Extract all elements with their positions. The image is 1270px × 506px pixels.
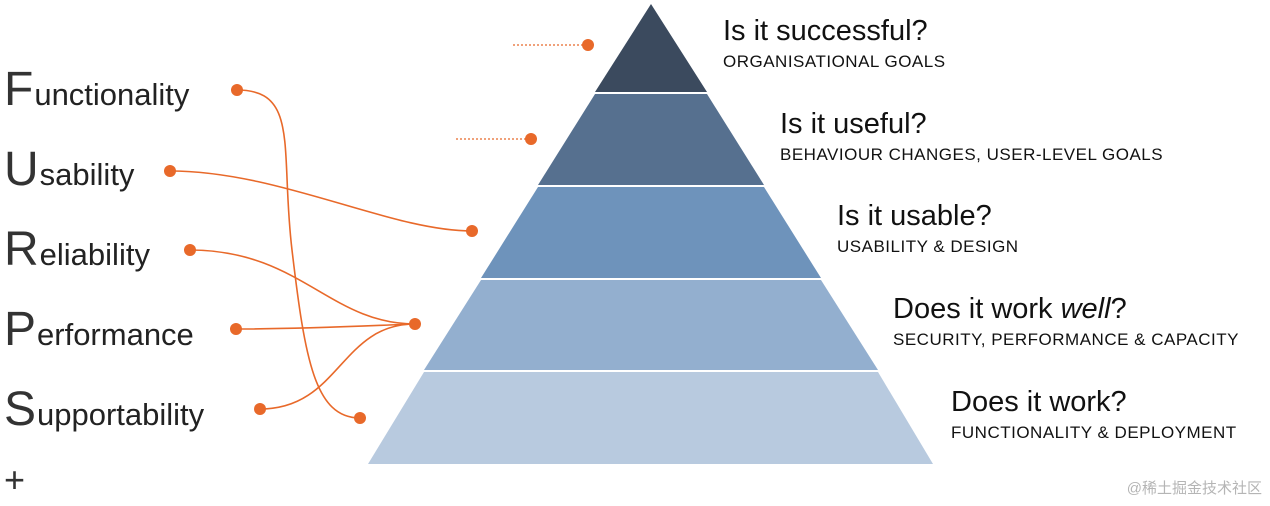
- watermark: @稀土掘金技术社区: [1126, 480, 1262, 497]
- level-label-does-it-work: Does it work? FUNCTIONALITY & DEPLOYMENT: [951, 386, 1237, 442]
- furps-item-functionality: F unctionality: [4, 66, 189, 114]
- furps-word: eliability: [39, 237, 150, 272]
- pyramid-tier-1: [595, 4, 707, 92]
- dot-useful: [525, 133, 537, 145]
- furps-word: upportability: [37, 397, 205, 432]
- furps-item-reliability: R eliability: [4, 226, 150, 274]
- dot-performance: [230, 323, 242, 335]
- level-question-pre: Does it work: [893, 293, 1061, 325]
- level-label-successful: Is it successful? ORGANISATIONAL GOALS: [723, 15, 946, 71]
- furps-letter: S: [4, 383, 37, 436]
- level-question: Is it usable?: [837, 200, 992, 232]
- level-subtitle: ORGANISATIONAL GOALS: [723, 52, 946, 71]
- level-question: Is it successful?: [723, 15, 928, 47]
- level-question-emphasis: well: [1060, 293, 1111, 325]
- furps-word: erformance: [37, 317, 194, 352]
- pyramid-tier-4: [424, 280, 878, 370]
- level-question: Does it work well?: [893, 295, 1239, 324]
- connector-supportability: [259, 323, 416, 410]
- furps-item-performance: P erformance: [4, 306, 194, 354]
- furps-item-supportability: S upportability: [4, 386, 204, 434]
- level-subtitle: SECURITY, PERFORMANCE & CAPACITY: [893, 330, 1239, 349]
- connector-performance: [235, 323, 416, 330]
- dot-functionality: [231, 84, 243, 96]
- furps-item-usability: U sability: [4, 146, 134, 194]
- furps-word: sability: [39, 157, 135, 192]
- level-subtitle: USABILITY & DESIGN: [837, 237, 1019, 256]
- level-question: Is it useful?: [780, 108, 927, 140]
- furps-letter: P: [4, 303, 37, 356]
- dot-reliability: [184, 244, 196, 256]
- connector-reliability: [189, 249, 416, 325]
- level-question-post: ?: [1110, 293, 1127, 325]
- dot-successful: [582, 39, 594, 51]
- dot-work-well: [409, 318, 421, 330]
- furps-plus: +: [4, 459, 26, 500]
- furps-letter: F: [4, 63, 34, 116]
- level-label-useful: Is it useful? BEHAVIOUR CHANGES, USER-LE…: [780, 108, 1164, 164]
- level-subtitle: BEHAVIOUR CHANGES, USER-LEVEL GOALS: [780, 145, 1164, 164]
- level-label-usable: Is it usable? USABILITY & DESIGN: [837, 200, 1019, 256]
- connector-functionality: [236, 89, 361, 419]
- furps-letter: R: [4, 223, 39, 276]
- dot-supportability: [254, 403, 266, 415]
- level-question: Does it work?: [951, 386, 1127, 418]
- dot-does-it-work: [354, 412, 366, 424]
- pyramid-tier-5: [368, 372, 933, 464]
- level-subtitle: FUNCTIONALITY & DEPLOYMENT: [951, 423, 1237, 442]
- dot-usable: [466, 225, 478, 237]
- connector-usability: [169, 170, 473, 232]
- furps-list: F unctionality U sability R eliability P…: [0, 0, 260, 506]
- furps-letter: U: [4, 143, 39, 196]
- level-label-work-well: Does it work well? SECURITY, PERFORMANCE…: [893, 295, 1239, 349]
- pyramid-tier-2: [538, 94, 764, 185]
- pyramid-tier-3: [481, 187, 821, 278]
- dot-usability: [164, 165, 176, 177]
- furps-word: unctionality: [34, 77, 190, 112]
